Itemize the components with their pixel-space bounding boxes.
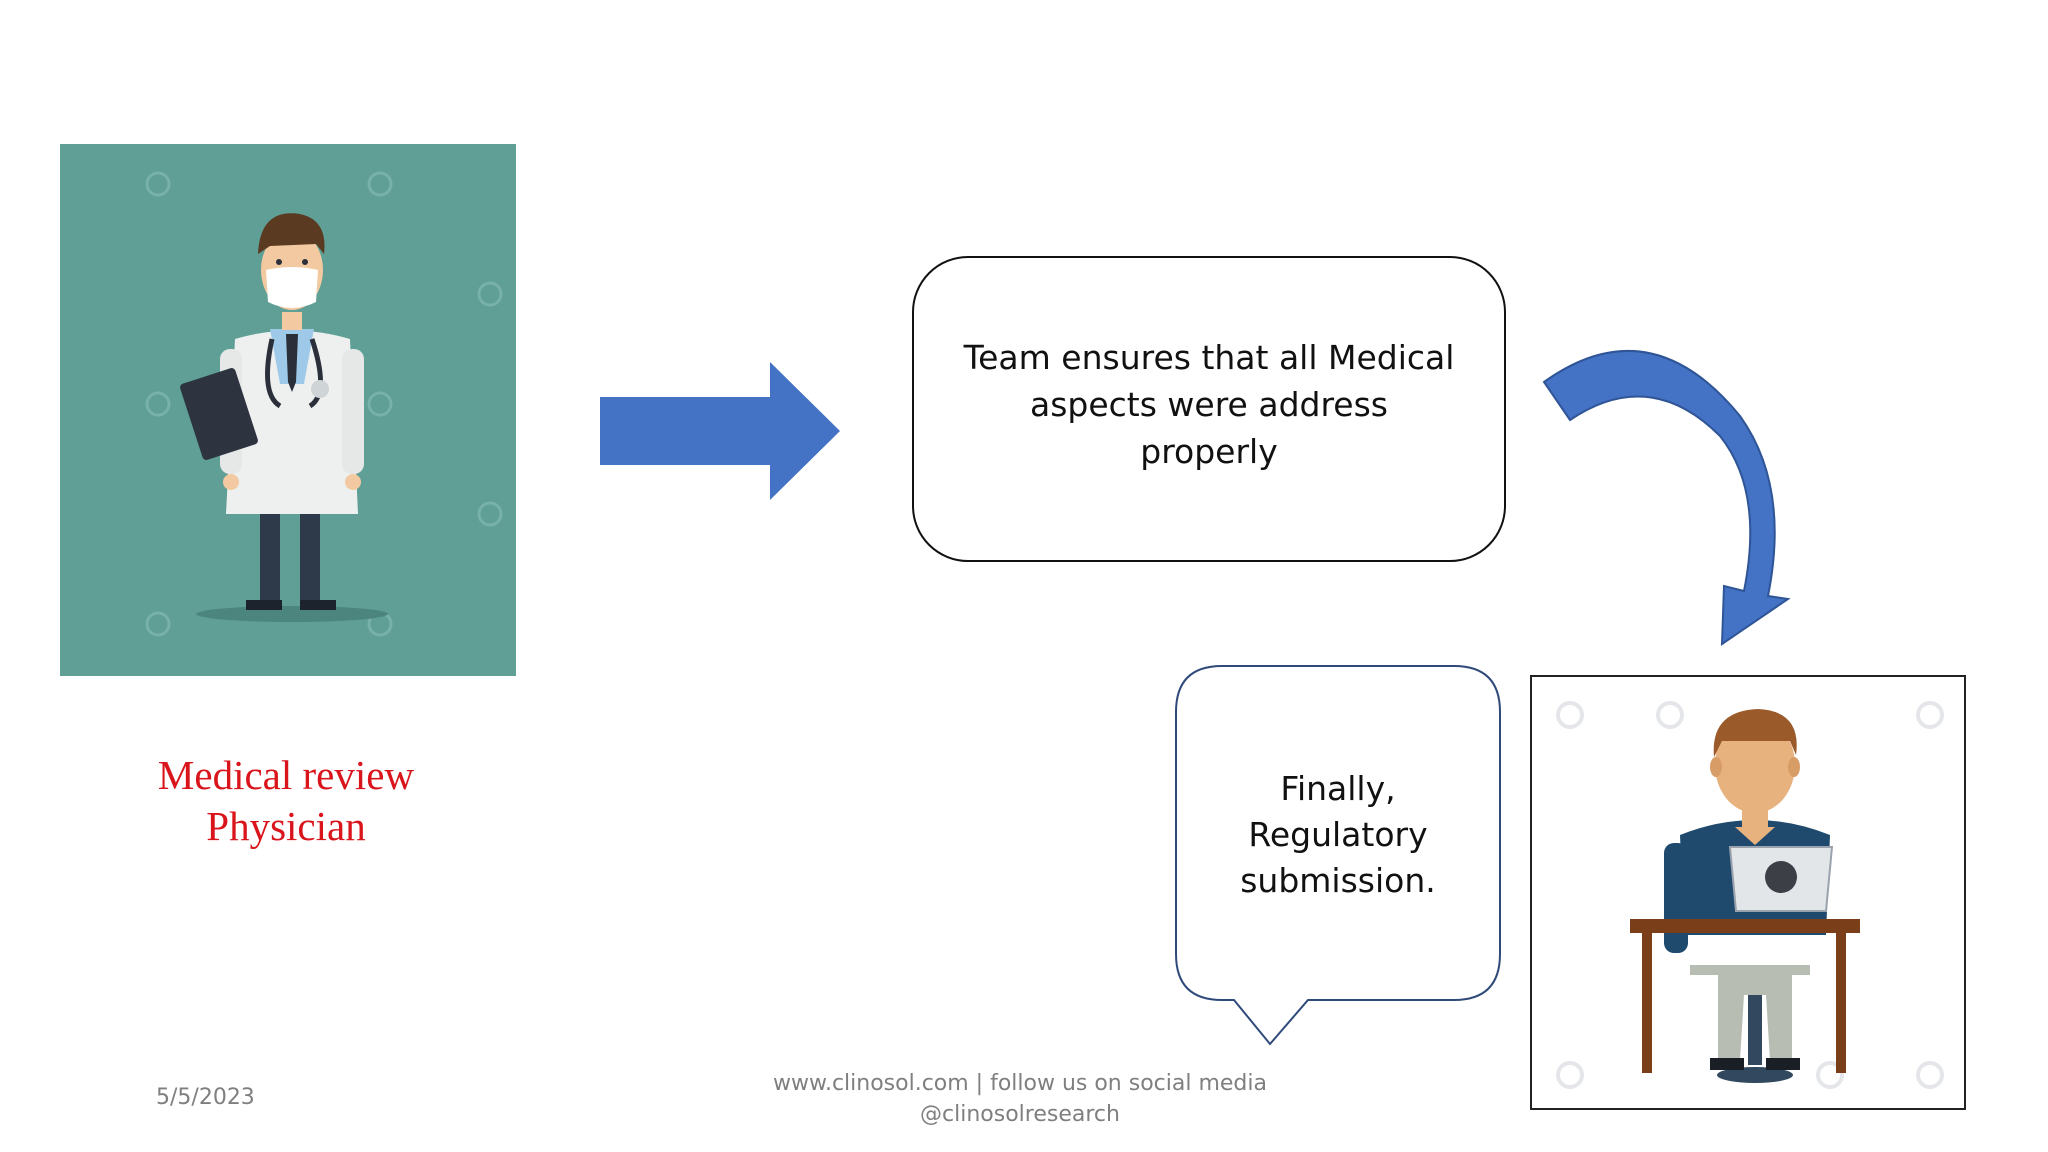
speech-callout — [1175, 665, 1501, 1046]
doctor-illustration — [60, 144, 516, 676]
slide-date: 5/5/2023 — [156, 1085, 255, 1110]
footer-website: www.clinosol.com | follow us on social m… — [772, 1071, 1267, 1096]
right-arrow-icon — [600, 362, 840, 500]
process-box: Team ensures that all Medical aspects we… — [912, 256, 1506, 562]
caption-line: Physician — [206, 803, 366, 849]
caption-line: Medical review — [157, 752, 415, 798]
watermark-pattern — [145, 171, 503, 637]
callout-text: Finally, Regulatory submission. — [1180, 766, 1496, 904]
watermark-pattern — [1556, 701, 1944, 1089]
footer-handle: @clinosolresearch — [920, 1102, 1120, 1127]
callout-line: Finally, — [1280, 769, 1396, 808]
curved-arrow-icon — [1542, 350, 1791, 646]
callout-line: submission. — [1240, 861, 1436, 900]
slide-footer: www.clinosol.com | follow us on social m… — [720, 1068, 1320, 1130]
caption: Medical review Physician — [60, 750, 512, 852]
process-box-text: Team ensures that all Medical aspects we… — [963, 337, 1455, 471]
callout-line: Regulatory — [1248, 815, 1428, 854]
person-at-laptop-illustration — [1530, 675, 1966, 1110]
